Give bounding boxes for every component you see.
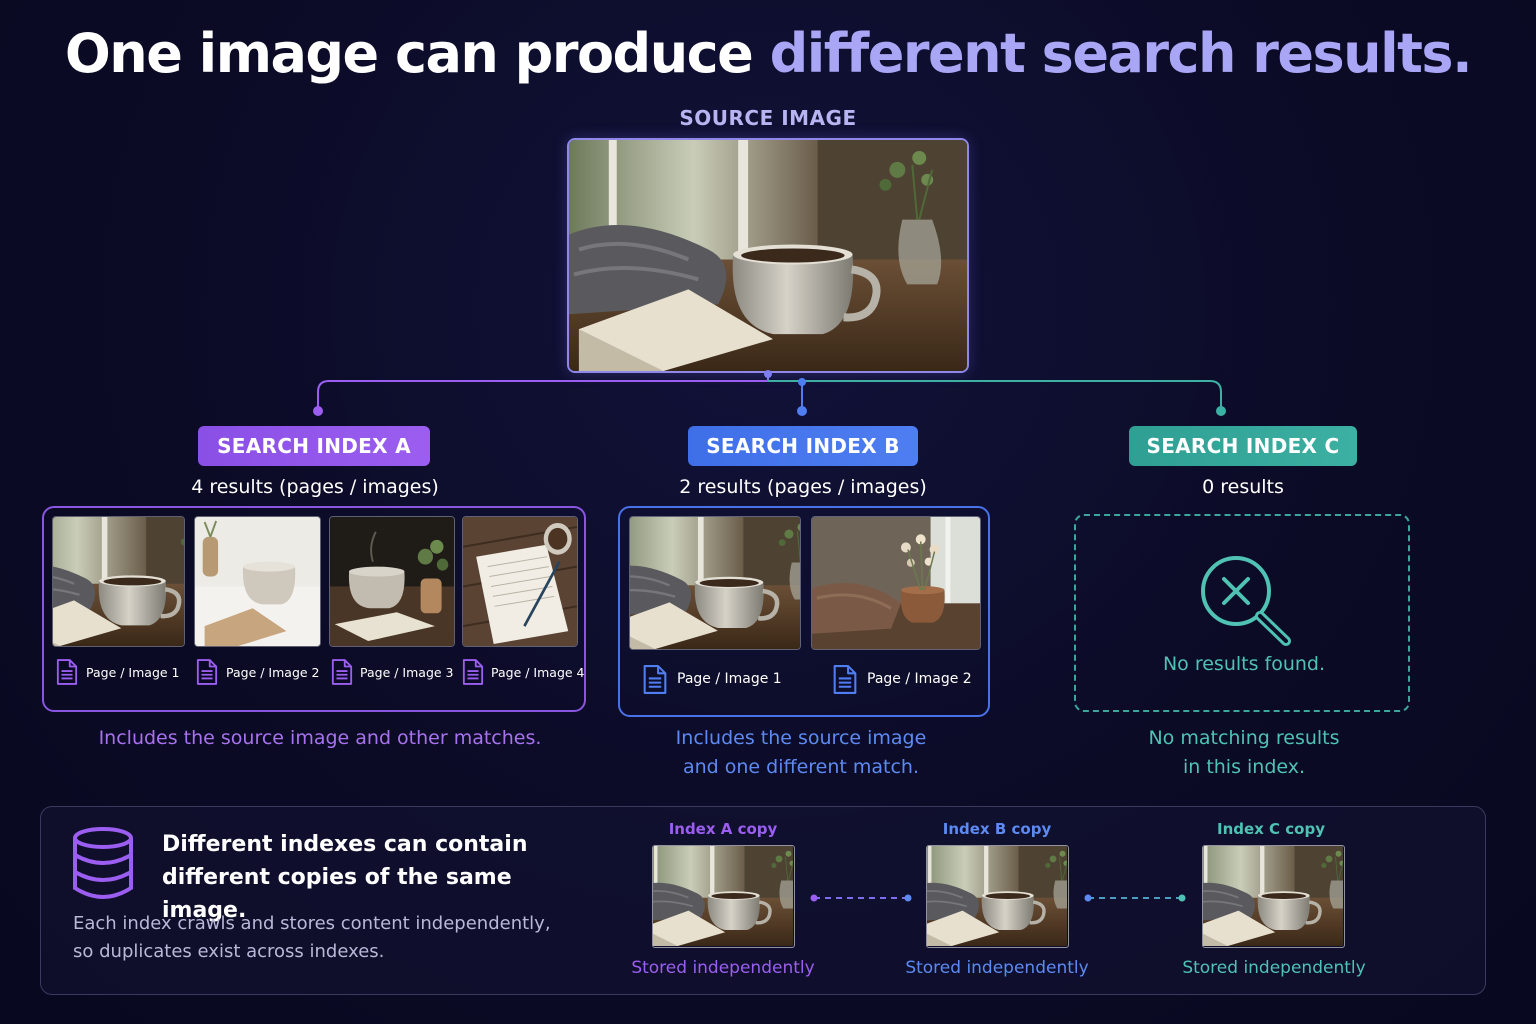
index-a-result-caption-3[interactable]: Page / Image 3 — [360, 665, 454, 680]
index-b-result-thumb-2[interactable] — [811, 516, 981, 650]
index-a-description-line: Includes the source image and other matc… — [98, 727, 542, 749]
source-image-label: SOURCE IMAGE — [679, 106, 857, 130]
index-b-description-line-1: Includes the source image — [675, 727, 927, 749]
panel-body-line-1: Each index crawls and stores content ind… — [73, 913, 551, 934]
index-a-copy-thumb[interactable] — [652, 845, 795, 948]
copy-link-dashed-a-b — [810, 894, 912, 902]
index-b-result-caption-1[interactable]: Page / Image 1 — [677, 671, 782, 687]
document-icon — [196, 658, 218, 686]
no-results-magnifier-icon — [1201, 556, 1291, 646]
index-b-copy-thumb[interactable] — [926, 845, 1069, 948]
index-c-copy-thumb[interactable] — [1202, 845, 1345, 948]
database-icon — [73, 827, 133, 899]
branch-connectors — [313, 370, 1226, 416]
index-a-result-caption-2[interactable]: Page / Image 2 — [226, 665, 320, 680]
index-a-result-thumb-3[interactable] — [329, 516, 455, 647]
search-index-a-pill: SEARCH INDEX A — [198, 426, 430, 466]
index-b-result-thumb-1[interactable] — [629, 516, 801, 650]
title-highlight: different search results. — [769, 22, 1473, 85]
index-a-result-thumb-1[interactable] — [52, 516, 185, 647]
index-c-copy-caption: Stored independently — [1182, 958, 1366, 978]
index-a-result-thumb-4[interactable] — [462, 516, 578, 647]
copy-link-dashed-b-c — [1084, 894, 1186, 902]
index-c-description: No matching results in this index. — [1074, 724, 1414, 782]
no-results-text: No results found. — [1162, 653, 1326, 675]
document-icon — [462, 658, 484, 686]
index-c-result-count: 0 results — [1202, 476, 1284, 498]
index-a-copy-label: Index A copy — [668, 820, 778, 838]
document-icon — [832, 664, 858, 695]
index-b-description: Includes the source image and one differe… — [618, 724, 984, 782]
index-a-result-count: 4 results (pages / images) — [191, 476, 439, 498]
search-index-c-pill: SEARCH INDEX C — [1129, 426, 1357, 466]
index-b-copy-label: Index B copy — [942, 820, 1052, 838]
index-a-result-caption-1[interactable]: Page / Image 1 — [86, 665, 180, 680]
index-a-copy-caption: Stored independently — [631, 958, 815, 978]
index-b-copy-caption: Stored independently — [905, 958, 1089, 978]
index-c-empty-box — [1074, 514, 1410, 712]
page-title: One image can produce different search r… — [0, 22, 1536, 85]
index-b-results-box — [618, 506, 990, 717]
panel-heading: Different indexes can contain different c… — [162, 828, 592, 927]
title-lead: One image can produce — [64, 22, 754, 85]
panel-body: Each index crawls and stores content ind… — [73, 910, 593, 966]
search-index-b-pill: SEARCH INDEX B — [688, 426, 918, 466]
index-b-result-caption-2[interactable]: Page / Image 2 — [867, 671, 972, 687]
panel-heading-line-2: different copies of the same image. — [162, 865, 512, 923]
index-a-result-thumb-2[interactable] — [194, 516, 321, 647]
index-c-description-line-1: No matching results — [1148, 727, 1340, 749]
document-icon — [56, 658, 78, 686]
index-a-result-caption-4[interactable]: Page / Image 4 — [491, 665, 585, 680]
index-a-results-box — [42, 506, 586, 712]
document-icon — [642, 664, 668, 695]
index-b-result-count: 2 results (pages / images) — [679, 476, 927, 498]
index-c-description-line-2: in this index. — [1182, 756, 1306, 778]
document-icon — [331, 658, 353, 686]
index-c-copy-label: Index C copy — [1216, 820, 1325, 838]
index-a-description: Includes the source image and other matc… — [42, 724, 598, 753]
index-b-description-line-2: and one different match. — [682, 756, 920, 778]
panel-heading-line-1: Different indexes can contain — [162, 832, 528, 857]
panel-body-line-2: so duplicates exist across indexes. — [73, 941, 385, 962]
